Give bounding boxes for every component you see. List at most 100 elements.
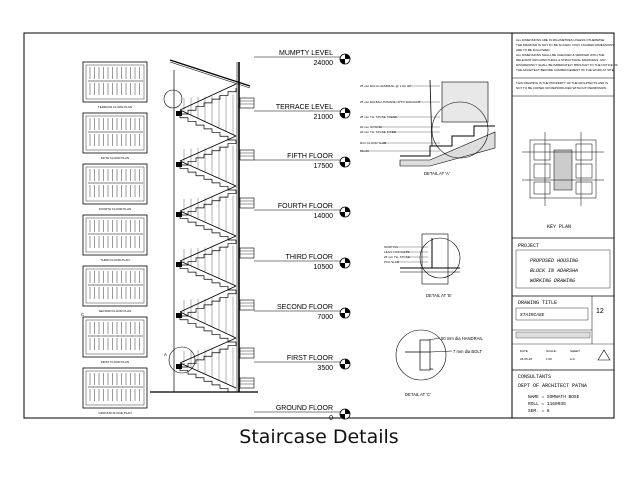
student-line-3: SEM. = 8	[528, 408, 550, 414]
level-symbol-q1	[345, 409, 350, 414]
window-frame	[239, 247, 255, 259]
detail-a-slab	[399, 131, 496, 167]
date-label: DATE	[520, 349, 528, 353]
window-frame	[239, 347, 255, 359]
level-symbol-q2	[340, 59, 345, 64]
landing-beam	[176, 313, 182, 318]
level-name: SECOND FLOOR	[277, 304, 333, 311]
plan-inner	[85, 64, 145, 100]
plan-inner	[85, 268, 145, 304]
level-name: FOURTH FLOOR	[278, 203, 333, 210]
student-line-2: ROLL = 1160035	[528, 401, 566, 407]
scale-label: SCALE	[546, 349, 556, 353]
floor-plan-label: GROUND FLOOR PLAN	[98, 411, 131, 415]
sheet-number: 12	[596, 308, 604, 315]
plan-outline	[82, 316, 148, 358]
floor-plan: FOURTH FLOOR PLAN	[82, 163, 148, 211]
consultant-name: DEPT OF ARCHITECT PATNA	[518, 383, 587, 389]
window	[239, 149, 255, 161]
level-name: FIRST FLOOR	[287, 355, 333, 362]
stair-flight	[176, 235, 237, 291]
landing-beam	[176, 111, 182, 116]
detail-b-note: 25 mm TH. STONE	[384, 255, 410, 259]
plan-inner	[85, 166, 145, 202]
plan-inner	[85, 115, 145, 151]
stair-steps	[180, 88, 237, 115]
floor-plan-label: TERRACE FLOOR PLAN	[98, 105, 132, 109]
level-value: 21000	[314, 114, 334, 121]
stair-steps	[179, 367, 236, 393]
plan-inner	[85, 370, 145, 406]
level-symbol-q1	[345, 207, 350, 212]
mumpty-roof-2	[169, 61, 251, 89]
level-name: FIFTH FLOOR	[287, 153, 333, 160]
landing-beam	[176, 162, 182, 167]
stair-flights	[176, 83, 237, 393]
staircase-section	[150, 59, 258, 393]
level-marker: FIRST FLOOR 3500	[254, 355, 351, 372]
stair-steps	[180, 240, 237, 266]
stair-steps	[179, 165, 236, 191]
window	[239, 347, 255, 359]
detail-b-note: PCC SLAB	[384, 260, 399, 264]
detail-b-wall	[421, 233, 449, 285]
level-value: 0	[329, 415, 333, 422]
stair-steps	[180, 140, 237, 166]
detail-a-note: BEAM	[360, 149, 369, 153]
general-note: RELEVANT ARCHITECTURAL & STRUCTURAL DRAW…	[516, 58, 606, 62]
detail-c-bolt-note: 7 mm dia BOLT	[453, 349, 482, 354]
level-marker: FOURTH FLOOR 14000	[254, 203, 351, 220]
sheet-label: SHEET	[570, 349, 580, 353]
window-bands	[239, 97, 255, 389]
copyright-note: NOT TO BE COPIED OR REPRODUCED WITHOUT P…	[516, 86, 607, 90]
level-value: 10500	[314, 264, 334, 271]
stair-steps	[180, 290, 237, 317]
general-note: ALL DIMENSIONS SHALL BE CHECKED & VERIFI…	[516, 53, 604, 57]
stair-slab	[179, 160, 237, 187]
window-frame	[239, 299, 255, 311]
general-note: THE DRAWING IS NOT TO BE SCALED. ONLY FI…	[516, 43, 614, 47]
level-marker: GROUND FLOOR 0	[254, 405, 351, 422]
floor-plan-label: SECOND FLOOR PLAN	[99, 309, 132, 313]
floor-plan-label: FOURTH FLOOR PLAN	[99, 207, 131, 211]
detail-c-handrail	[419, 339, 431, 371]
detail-c-leader-2	[429, 350, 453, 353]
stair-flight	[176, 337, 237, 393]
mumpty-roof	[169, 59, 251, 87]
detail-c: 50 mm dia HANDRAIL 7 mm dia BOLT 50 DETA…	[395, 329, 484, 397]
level-name: TERRACE LEVEL	[276, 104, 333, 111]
drawing-title-box	[515, 307, 589, 321]
floor-plan-label: THIRD FLOOR PLAN	[100, 258, 129, 262]
date-value: 04-05-18	[520, 357, 532, 361]
window-frame	[239, 97, 255, 109]
detail-c-callout	[168, 346, 196, 374]
detail-a-circle	[431, 101, 489, 159]
project-line-3: WORKING DRAWING	[530, 278, 575, 284]
detail-a-title: DETAIL AT 'A'	[424, 171, 450, 176]
level-name: GROUND FLOOR	[276, 405, 333, 412]
window-frame	[239, 149, 255, 161]
plan-inner	[85, 319, 145, 355]
detail-a-note: 25 mm DIA GI HANDRAIL @ 1.0m HT	[360, 84, 411, 88]
detail-a-note: 20 mm TH. STONE RISER	[360, 130, 397, 134]
section-marker: A	[164, 352, 167, 357]
detail-c-title: DETAIL AT 'C'	[405, 392, 431, 397]
level-value: 3500	[317, 365, 333, 372]
general-note: THE ARCHITECT BEFORE COMMENCEMENT OF THE…	[516, 68, 615, 72]
level-value: 14000	[314, 213, 334, 220]
stair-slab	[179, 109, 237, 137]
level-symbol-q2	[340, 212, 345, 217]
detail-a-note: 20 mm NOSING	[360, 125, 383, 129]
key-plan	[522, 132, 604, 206]
window	[239, 299, 255, 311]
detail-b-note: LEAN CONCRETE	[384, 250, 410, 254]
plan-outline	[82, 61, 148, 103]
detail-c-circle	[395, 329, 447, 381]
plan-outline	[82, 265, 148, 307]
detail-c-leader-1	[427, 337, 441, 341]
detail-a-steps	[400, 125, 495, 157]
